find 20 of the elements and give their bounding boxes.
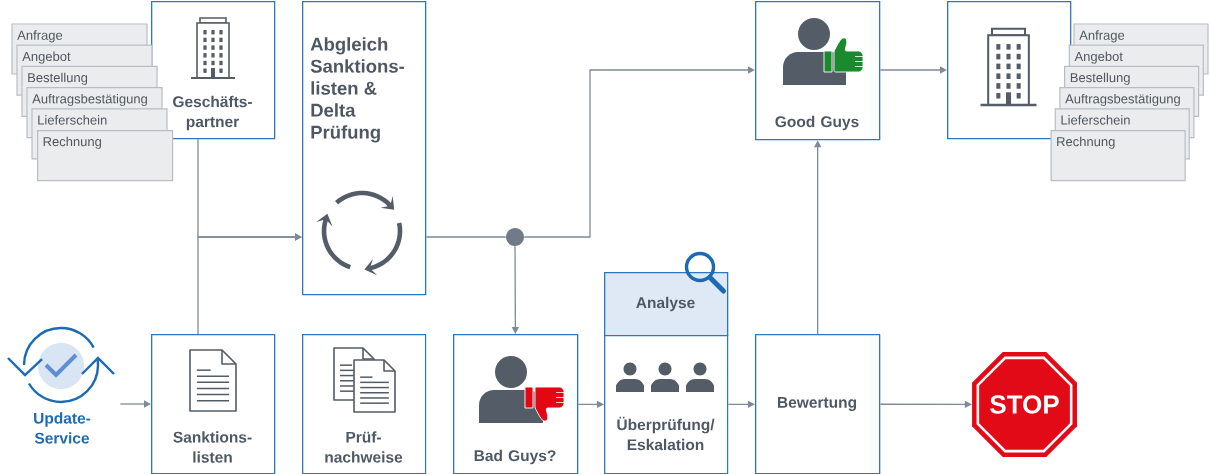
process-box: Bewertung [755,334,881,474]
document-card: Anfrage [1073,23,1209,46]
node-label: Auftragsbestätigung [32,93,147,106]
node-label: Auftragsbestätigung [1065,93,1180,106]
arrow [197,233,302,335]
stop-sign: STOP [972,352,1077,457]
service-label: Update- Service [34,412,91,444]
arrow [523,66,755,238]
node-label: Lieferschein [38,115,107,125]
arrow [119,400,151,408]
process-box: Überprüfung/ Eskalation [604,335,729,474]
node-label: Bestellung [28,72,88,85]
connector-line [425,236,507,238]
node-label: Lieferschein [1061,115,1130,125]
junction-dot [506,228,524,246]
arrow [879,66,947,74]
header-band: Analyse [604,272,729,337]
document-card: Anfrage [11,23,148,46]
node-label: Bestellung [1070,72,1130,85]
process-box: Abgleich Sanktions- listen & Delta Prüfung [302,1,427,296]
